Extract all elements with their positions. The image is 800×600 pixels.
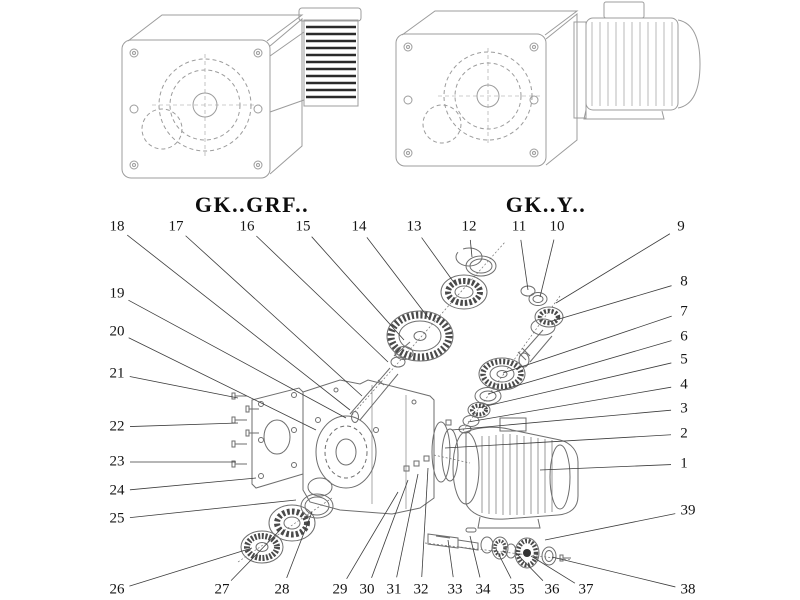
leader-line-37 [530, 555, 576, 584]
intermediate-shaft [349, 356, 406, 423]
leader-line-13 [421, 237, 456, 285]
motor [452, 417, 579, 529]
retaining-rings [520, 285, 548, 306]
leader-line-25 [129, 499, 297, 519]
leader-line-19 [128, 299, 347, 419]
leader-line-31 [396, 473, 419, 578]
variant-label-gk-grf: GK..GRF.. [194, 192, 310, 217]
leader-line-35 [495, 548, 512, 579]
small-fasteners [403, 455, 430, 472]
leader-line-16 [256, 235, 389, 363]
leader-line-5 [477, 362, 672, 409]
leader-line-34 [469, 535, 481, 578]
assembled-view-gk-y [395, 1, 701, 167]
exploded-view [231, 241, 579, 569]
leader-line-39 [544, 513, 676, 541]
leader-line-1 [539, 464, 672, 471]
leader-line-27 [230, 527, 283, 581]
leader-line-28 [286, 511, 313, 579]
leader-line-2 [444, 434, 672, 449]
leader-line-10 [539, 239, 555, 298]
flange-plate [251, 387, 304, 489]
assembled-view-gk-grf [121, 7, 362, 179]
large-gear [386, 310, 454, 362]
leader-lines [126, 233, 676, 588]
leader-line-15 [311, 236, 405, 341]
output-cover [240, 530, 284, 564]
leader-line-22 [129, 422, 239, 427]
leader-line-11 [520, 239, 529, 291]
leader-line-36 [515, 552, 544, 581]
mounting-bolts [231, 392, 259, 468]
leader-line-14 [366, 237, 431, 321]
leader-line-6 [487, 340, 672, 395]
oil-seal-ring [300, 493, 334, 519]
taper-roller-bearing [440, 274, 488, 310]
leader-line-30 [371, 479, 409, 578]
leader-line-26 [129, 547, 253, 587]
finned-input-cover [269, 7, 362, 113]
leader-line-24 [129, 477, 257, 491]
output-shaft-parts [427, 527, 571, 569]
leader-line-3 [451, 409, 672, 431]
leader-line-32 [421, 467, 429, 578]
leader-line-7 [502, 315, 672, 374]
pinion-shaft-bearing [517, 306, 564, 368]
output-bearing [268, 504, 316, 542]
leader-line-21 [129, 376, 239, 399]
leader-line-12 [469, 239, 473, 258]
leader-line-8 [548, 285, 672, 323]
leader-line-20 [128, 337, 317, 431]
shim-rings [455, 247, 497, 277]
adapter-rings [431, 419, 459, 483]
leader-line-9 [555, 233, 671, 304]
leader-line-29 [346, 491, 399, 580]
leader-line-17 [185, 235, 363, 397]
gear-housing [302, 379, 435, 515]
leader-line-18 [126, 234, 351, 411]
variant-label-gk-y: GK..Y.. [505, 192, 587, 217]
leader-line-33 [447, 539, 454, 578]
electric-motor [573, 1, 701, 120]
leader-line-4 [467, 386, 672, 423]
leader-line-38 [551, 556, 676, 588]
washer-and-bearing [458, 387, 502, 434]
